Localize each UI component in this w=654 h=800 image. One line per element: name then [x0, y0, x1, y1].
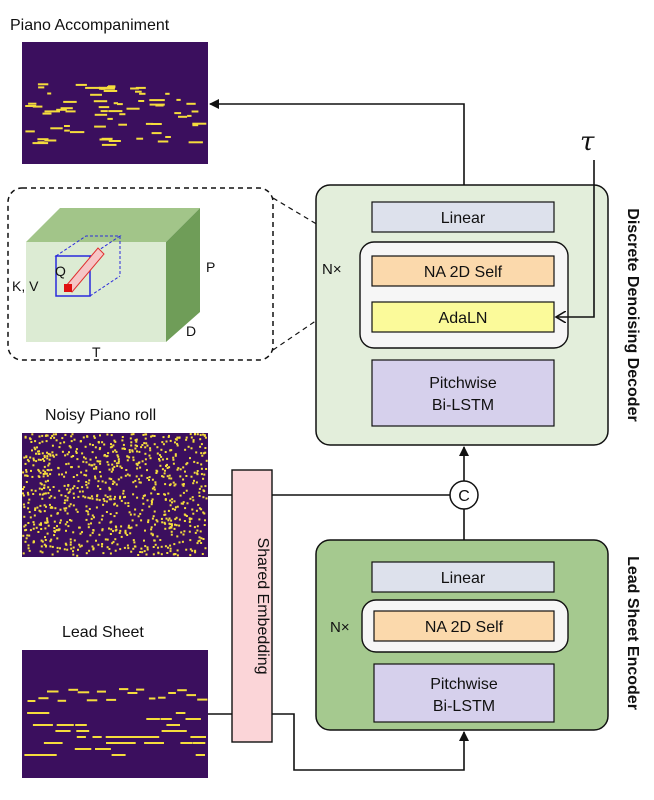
- attention-window-inset: Q K, V P D T: [7, 187, 274, 361]
- decoder-na2d-block: [371, 255, 555, 287]
- encoder-repeat-label: N×: [330, 619, 350, 636]
- decoder-title: Discrete Denoising Decoder: [624, 208, 641, 421]
- inset-d-label: D: [186, 323, 196, 339]
- encoder-na2d-label: NA 2D Self: [425, 619, 504, 636]
- encoder-linear-label: Linear: [441, 570, 486, 587]
- lead-sheet-encoder: Linear N× NA 2D Self Pitchwise Bi-LSTM: [315, 539, 609, 731]
- shared-embedding-label: Shared Embedding: [254, 538, 271, 675]
- decoder-adaln-label: AdaLN: [439, 310, 488, 327]
- decoder-linear-label: Linear: [441, 210, 486, 227]
- concat-label: C: [458, 488, 470, 505]
- decoder-lstm-block: [371, 359, 555, 427]
- lead-sheet-roll: [22, 650, 208, 778]
- piano-accompaniment-roll: [22, 42, 208, 164]
- shared-embedding-block: [231, 469, 273, 743]
- piano-accompaniment-label: Piano Accompaniment: [10, 17, 170, 34]
- encoder-lstm-line1: Pitchwise: [430, 676, 498, 693]
- tau-symbol: τ: [580, 127, 595, 157]
- decoder-linear-block: [371, 201, 555, 233]
- decoder-na2d-label: NA 2D Self: [424, 264, 503, 281]
- decoder-repeat-label: N×: [322, 261, 342, 278]
- encoder-linear-block: [371, 561, 555, 593]
- discrete-denoising-decoder: Linear N× NA 2D Self AdaLN Pitchwise Bi-…: [315, 184, 609, 446]
- encoder-lstm-block: [373, 663, 555, 723]
- inset-p-label: P: [206, 259, 215, 275]
- encoder-na2d-block: [373, 610, 555, 642]
- decoder-lstm-line1: Pitchwise: [429, 375, 497, 392]
- encoder-title: Lead Sheet Encoder: [624, 556, 641, 710]
- inset-t-label: T: [92, 344, 101, 360]
- noisy-piano-roll: [22, 433, 208, 557]
- decoder-adaln-block: [371, 301, 555, 333]
- decoder-lstm-line2: Bi-LSTM: [432, 397, 494, 414]
- noisy-piano-roll-label: Noisy Piano roll: [45, 407, 156, 424]
- inset-kv-label: K, V: [12, 278, 39, 294]
- lead-sheet-label: Lead Sheet: [62, 624, 144, 641]
- inset-q-label: Q: [55, 263, 66, 279]
- encoder-lstm-line2: Bi-LSTM: [433, 698, 495, 715]
